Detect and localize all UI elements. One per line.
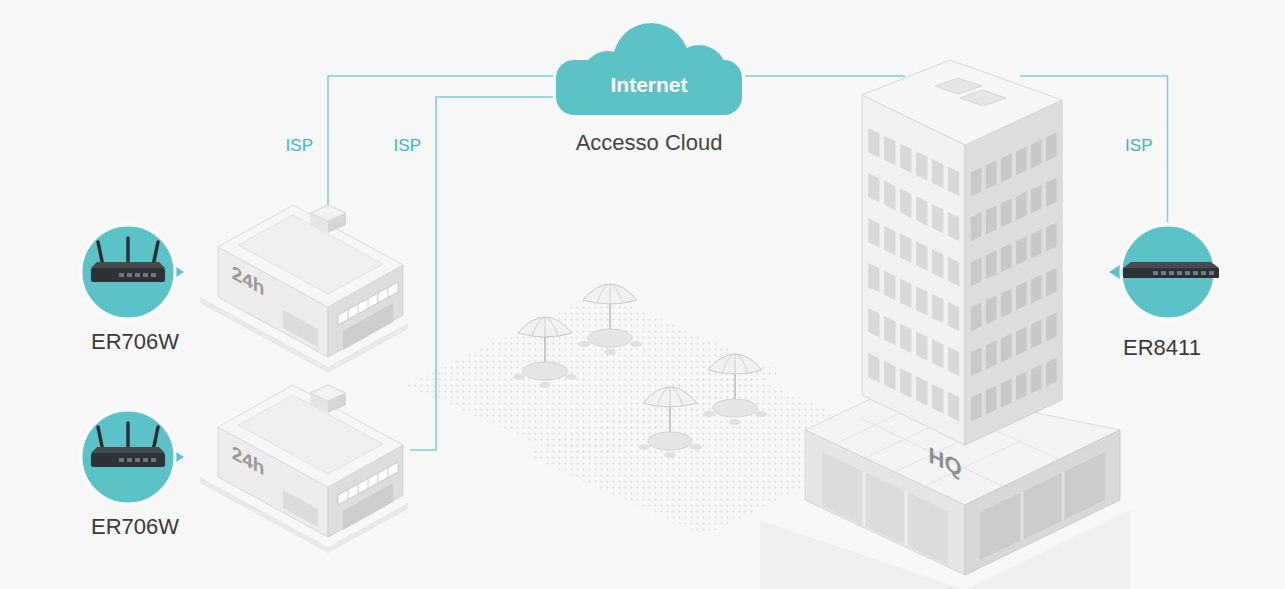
link-label: ISP bbox=[391, 136, 424, 156]
router-label: ER706W bbox=[91, 514, 179, 539]
router-node: ER8411 bbox=[1100, 222, 1235, 357]
hq-building bbox=[800, 50, 1130, 580]
link-label: ISP bbox=[283, 136, 316, 156]
isp-link bbox=[328, 76, 553, 205]
store-building bbox=[198, 385, 410, 555]
router-node: ER706W bbox=[63, 407, 198, 542]
hq-node: HQ bbox=[905, 60, 1020, 580]
isp-link bbox=[745, 75, 905, 77]
isp-link bbox=[410, 97, 553, 450]
store-node: 24h bbox=[198, 205, 410, 375]
router-node: ER706W bbox=[63, 222, 198, 357]
cloud-node: InternetAccesso Cloud bbox=[553, 15, 745, 165]
store-node: 24h bbox=[198, 385, 410, 555]
cloud-title: Internet bbox=[610, 73, 687, 97]
store-building bbox=[198, 205, 410, 375]
router-label: ER8411 bbox=[1123, 335, 1201, 360]
link-label: ISP bbox=[1122, 136, 1155, 156]
router-label: ER706W bbox=[91, 329, 179, 354]
cloud-caption: Accesso Cloud bbox=[576, 130, 723, 155]
